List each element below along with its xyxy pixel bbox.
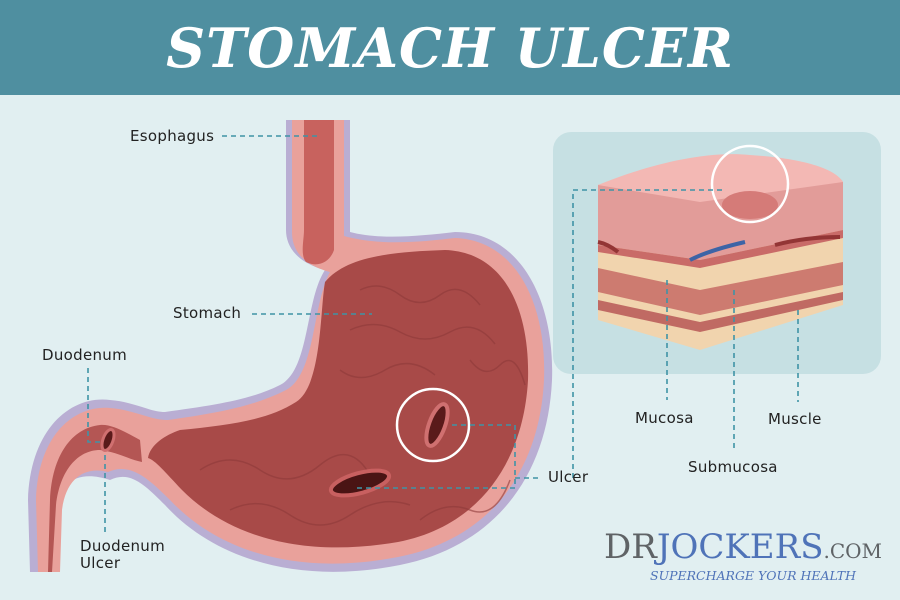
header-banner: STOMACH ULCER bbox=[0, 0, 900, 95]
label-mucosa: Mucosa bbox=[635, 409, 694, 427]
label-submucosa: Submucosa bbox=[688, 458, 778, 476]
leader-lines bbox=[87, 135, 799, 535]
logo-jockers: JOCKERS bbox=[656, 527, 824, 567]
logo-dr: DR bbox=[604, 527, 657, 567]
page-title: STOMACH ULCER bbox=[166, 15, 734, 80]
label-duodenum-ulcer: Duodenum Ulcer bbox=[80, 538, 165, 572]
esophagus-lumen bbox=[302, 120, 334, 265]
ulcer-lower bbox=[328, 468, 392, 498]
tissue-ulcer-circle bbox=[710, 144, 790, 224]
logo-com: .COM bbox=[823, 539, 883, 563]
label-ulcer: Ulcer bbox=[548, 468, 589, 486]
ulcer-highlight-circle bbox=[395, 387, 471, 463]
label-stomach: Stomach bbox=[173, 304, 242, 322]
drjockers-logo: DRJOCKERS.COM SUPERCHARGE YOUR HEALTH bbox=[604, 528, 896, 583]
label-muscle: Muscle bbox=[768, 410, 822, 428]
duodenum-lumen bbox=[48, 424, 142, 572]
ulcer-upper bbox=[424, 402, 450, 448]
label-duodenum: Duodenum bbox=[42, 346, 128, 364]
label-esophagus: Esophagus bbox=[130, 127, 215, 145]
logo-wordmark: DRJOCKERS.COM bbox=[604, 528, 896, 570]
stomach-lumen bbox=[148, 250, 529, 548]
duodenum-ulcer bbox=[100, 428, 116, 452]
label-duodenum-ulcer-line2: Ulcer bbox=[80, 554, 121, 572]
logo-tagline: SUPERCHARGE YOUR HEALTH bbox=[650, 568, 857, 583]
stomach-folds bbox=[199, 285, 526, 526]
label-duodenum-ulcer-line1: Duodenum bbox=[80, 537, 166, 555]
